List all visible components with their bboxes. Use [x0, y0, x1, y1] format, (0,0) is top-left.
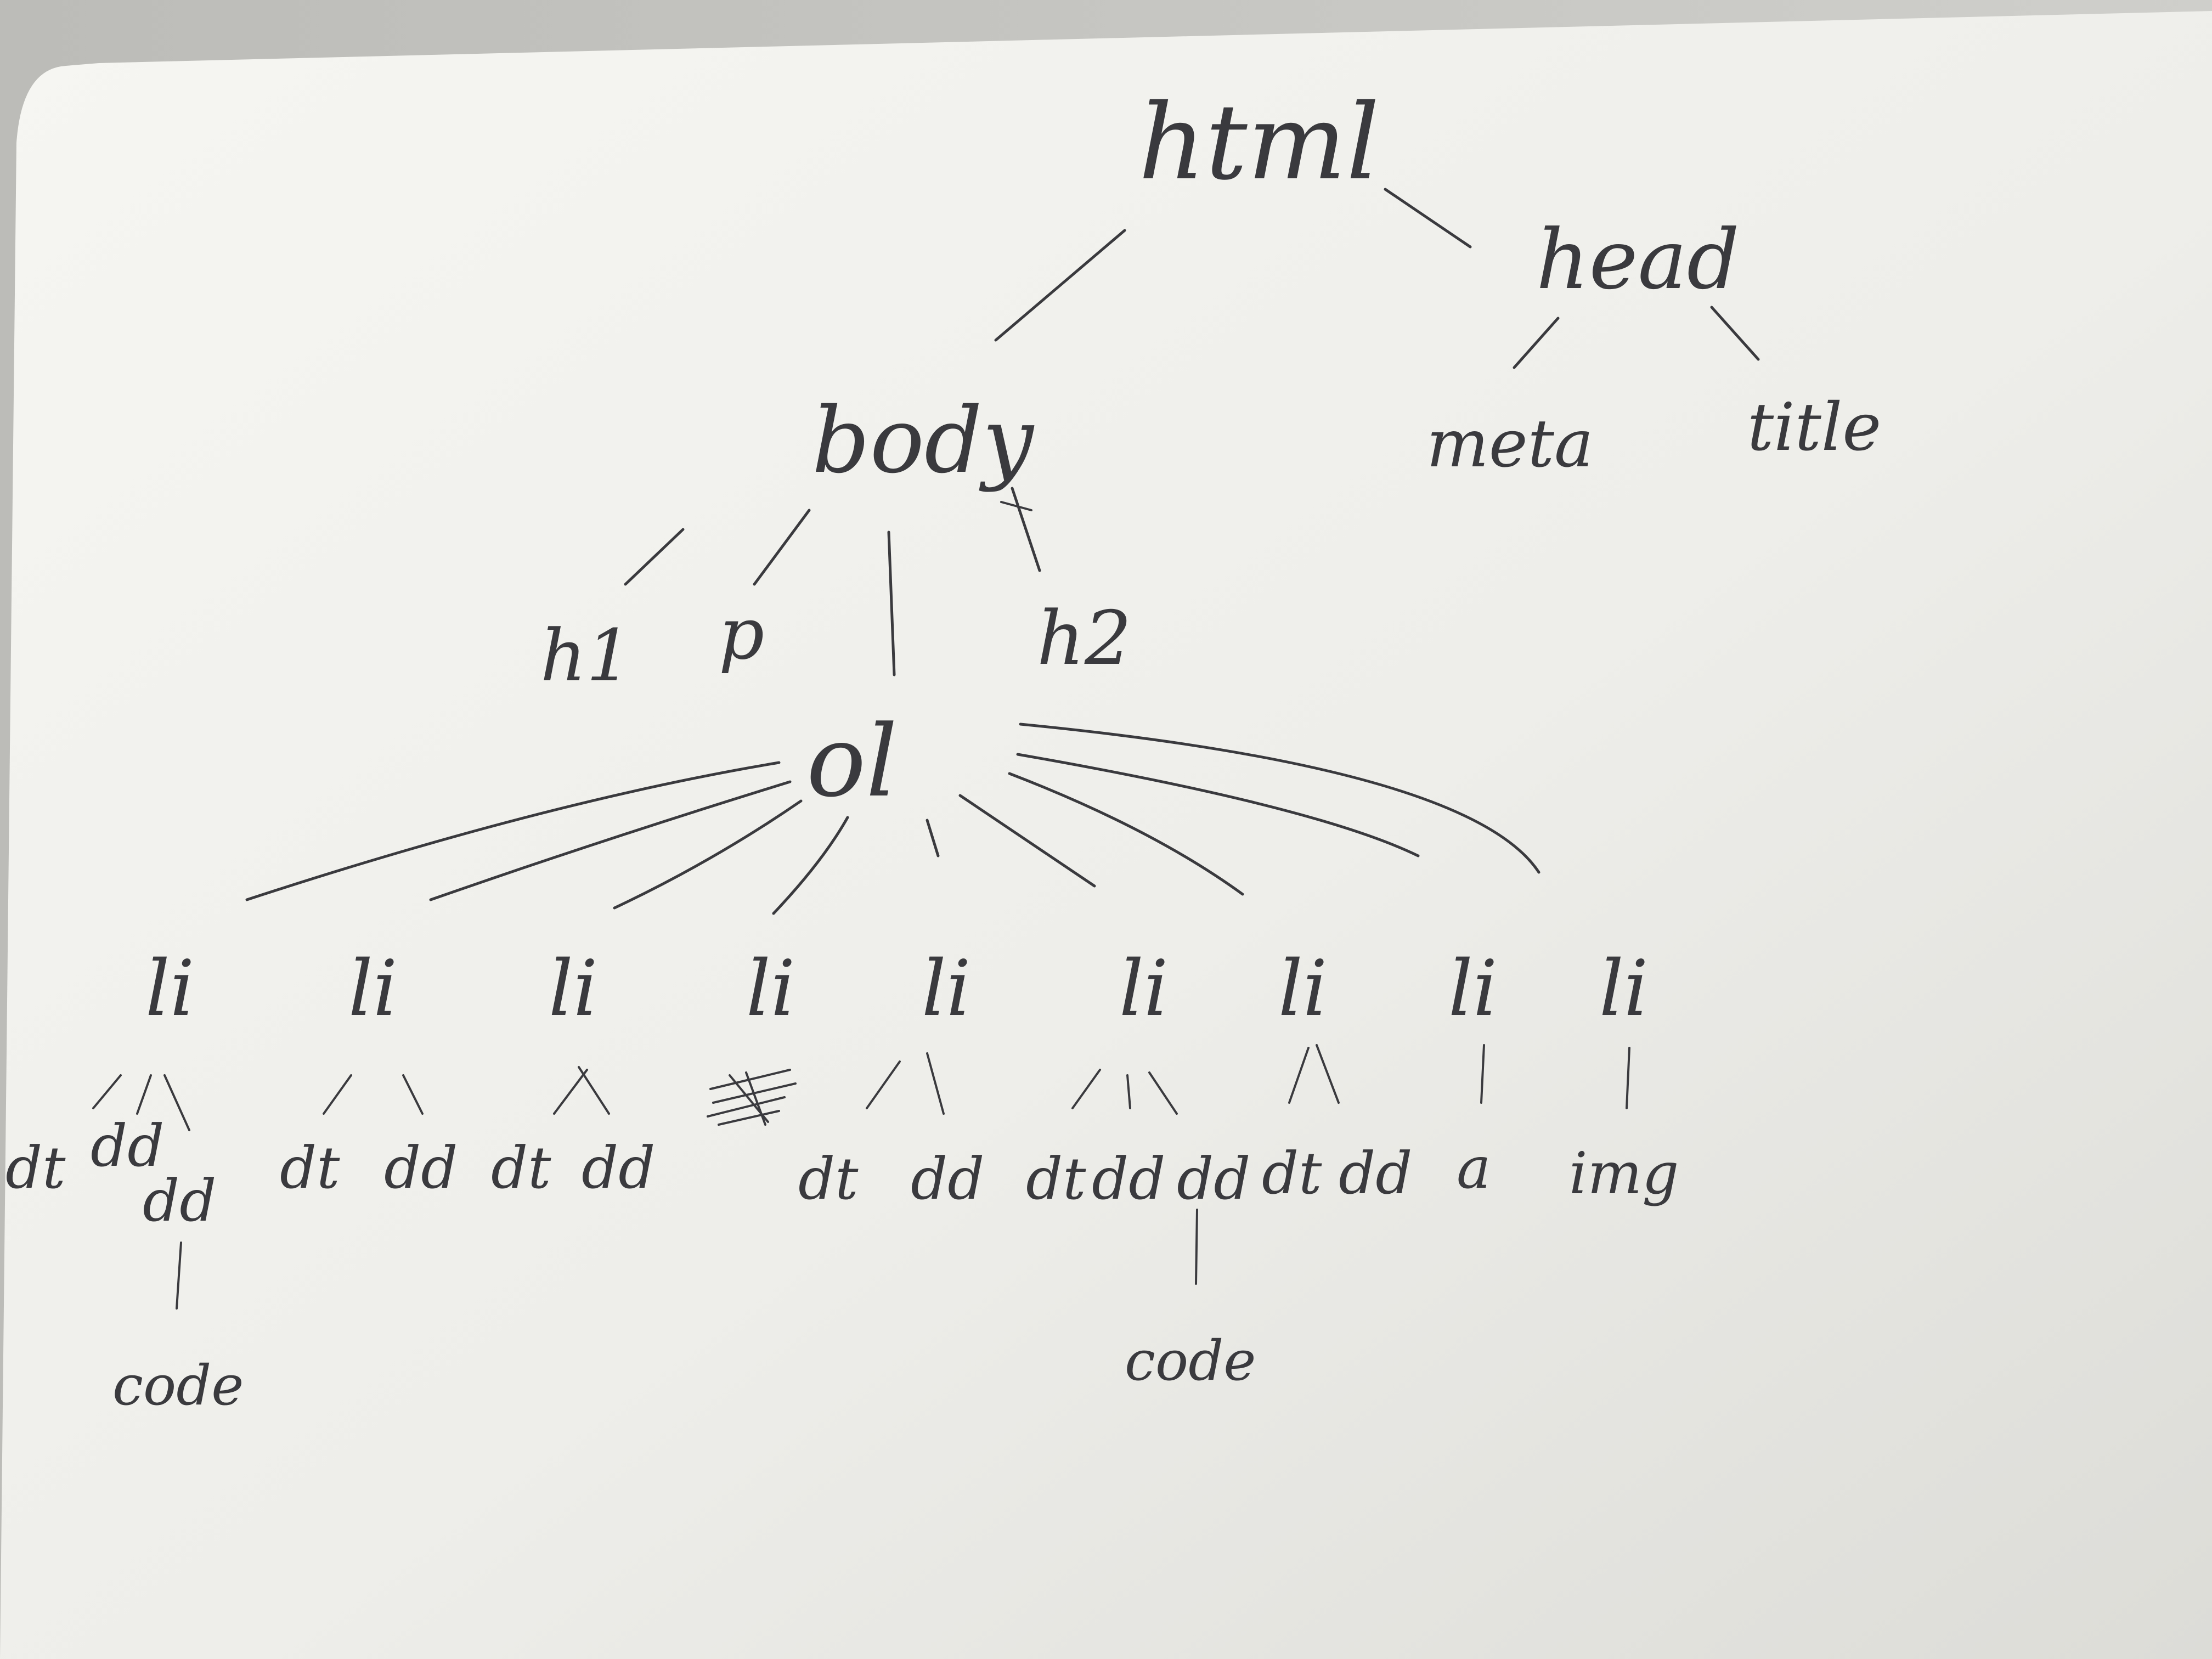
edge — [1626, 1047, 1630, 1109]
node-dt: dt — [280, 1135, 340, 1201]
node-dd: dd — [143, 1167, 216, 1234]
node-dt: dt — [798, 1146, 859, 1212]
node-dd: dd — [1177, 1146, 1250, 1212]
node-li: li — [922, 944, 971, 1034]
li-child-edges — [92, 1044, 1630, 1310]
node-meta: meta — [1426, 406, 1594, 482]
edge — [1316, 1044, 1340, 1104]
li-nodes: li li li li li li li li li — [145, 944, 1649, 1034]
node-dt: dt — [5, 1135, 66, 1201]
edge — [1071, 1069, 1101, 1109]
edge-ol-li5 — [926, 819, 940, 857]
node-dt: dt — [1026, 1146, 1086, 1212]
edge — [323, 1074, 352, 1115]
tree-edges — [245, 188, 1760, 915]
edge — [578, 1066, 610, 1115]
edge — [163, 1074, 190, 1131]
edge-ol-li8 — [1016, 753, 1420, 857]
node-dd: dd — [384, 1135, 458, 1201]
edge-body-h1 — [624, 528, 685, 586]
node-li: li — [145, 944, 195, 1034]
node-dt: dt — [491, 1135, 551, 1201]
node-li: li — [549, 944, 598, 1034]
edge — [866, 1060, 901, 1109]
edge-ol-li4 — [772, 816, 849, 915]
edge-ol-li1 — [245, 761, 781, 901]
node-li: li — [1278, 944, 1328, 1034]
edge — [1148, 1071, 1178, 1115]
node-li: li — [746, 944, 795, 1034]
edge-body-ol — [887, 531, 896, 676]
edge — [1288, 1047, 1310, 1104]
node-dd: dd — [1092, 1146, 1165, 1212]
node-dd: dd — [91, 1113, 164, 1180]
edge — [176, 1242, 182, 1310]
node-code: code — [112, 1353, 244, 1418]
edge-body-h2 — [1011, 487, 1041, 572]
node-head: head — [1536, 212, 1740, 308]
node-title: title — [1747, 390, 1881, 466]
node-html: html — [1138, 82, 1380, 203]
edge-ol-li9 — [1019, 723, 1541, 874]
node-labels: html head meta title body h1 p h2 ol — [540, 82, 1881, 819]
node-dd: dd — [911, 1146, 984, 1212]
edge-ol-li3 — [613, 799, 803, 910]
node-p: p — [719, 592, 764, 675]
node-li: li — [348, 944, 398, 1034]
node-img: img — [1569, 1140, 1679, 1207]
edge-body-h2-tick — [1000, 501, 1032, 511]
edge — [553, 1069, 588, 1115]
edge-html-body — [994, 229, 1126, 342]
edge — [1195, 1209, 1198, 1285]
node-dd: dd — [582, 1135, 655, 1201]
node-dd: dd — [1339, 1140, 1412, 1207]
edge — [402, 1074, 424, 1115]
edge — [1126, 1074, 1131, 1109]
edge-body-p — [753, 509, 811, 586]
node-h2: h2 — [1037, 595, 1132, 681]
node-code: code — [1125, 1329, 1256, 1393]
edge — [136, 1074, 152, 1115]
edge-ol-li6 — [958, 794, 1096, 888]
edge — [926, 1052, 945, 1115]
node-li: li — [1448, 944, 1498, 1034]
node-h1: h1 — [540, 614, 631, 697]
node-body: body — [812, 388, 1035, 493]
node-ol: ol — [806, 704, 898, 819]
edge-html-head — [1384, 188, 1472, 249]
scribble-mark — [707, 1069, 797, 1126]
edge-head-meta — [1513, 317, 1560, 369]
node-li: li — [1599, 944, 1649, 1034]
node-li: li — [1119, 944, 1169, 1034]
paper-surface — [0, 11, 2212, 1659]
edge-head-title — [1710, 306, 1760, 361]
node-a: a — [1457, 1135, 1491, 1201]
edge-ol-li2 — [429, 780, 792, 901]
edge — [92, 1074, 122, 1109]
edge-ol-li7 — [1008, 772, 1244, 896]
node-dt: dt — [1262, 1140, 1322, 1207]
edge — [1480, 1044, 1485, 1104]
